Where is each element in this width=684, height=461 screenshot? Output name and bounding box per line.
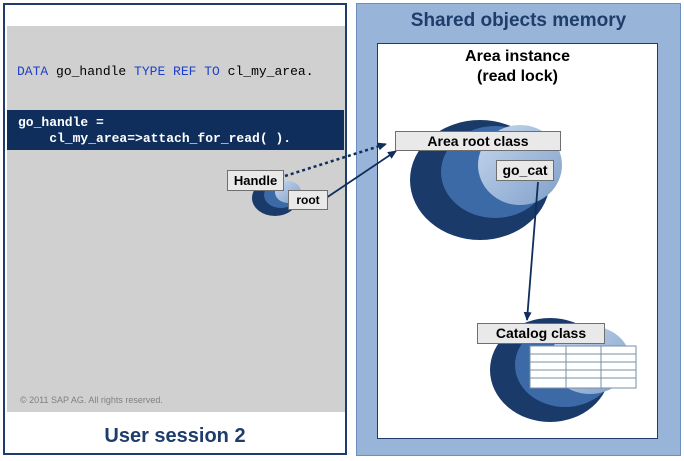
root-reference-arrow: [325, 150, 397, 199]
root-label: root: [288, 190, 328, 210]
code-attach-line-1: go_handle =: [18, 115, 104, 130]
code-variable: go_handle: [48, 64, 135, 79]
area-instance-title-line-2: (read lock): [477, 68, 558, 85]
session-code-area: [7, 26, 345, 412]
code-attach-line-2: cl_my_area=>attach_for_read( ).: [18, 131, 292, 146]
session-title: User session 2: [104, 425, 246, 447]
go-cat-label: go_cat: [496, 160, 554, 181]
go-cat-reference-arrow: [523, 181, 539, 321]
code-keyword-type-ref: TYPE REF TO: [134, 64, 220, 79]
shared-memory-title: Shared objects memory: [410, 10, 627, 31]
code-keyword-data: DATA: [17, 64, 49, 79]
area-root-class-label: Area root class: [395, 131, 561, 151]
copyright-notice: © 2011 SAP AG. All rights reserved.: [20, 395, 163, 405]
area-instance-title: Area instance (read lock): [377, 47, 658, 87]
area-instance-title-line-1: Area instance: [465, 48, 570, 65]
code-type-name: cl_my_area.: [219, 64, 314, 79]
catalog-class-label: Catalog class: [477, 323, 605, 344]
handle-reference-arrow: [284, 142, 387, 178]
catalog-table-icon: [529, 345, 637, 389]
code-declaration: DATA go_handle TYPE REF TO cl_my_area.: [17, 64, 314, 79]
code-attach-block: go_handle = cl_my_area=>attach_for_read(…: [7, 110, 344, 150]
handle-label: Handle: [227, 170, 284, 191]
